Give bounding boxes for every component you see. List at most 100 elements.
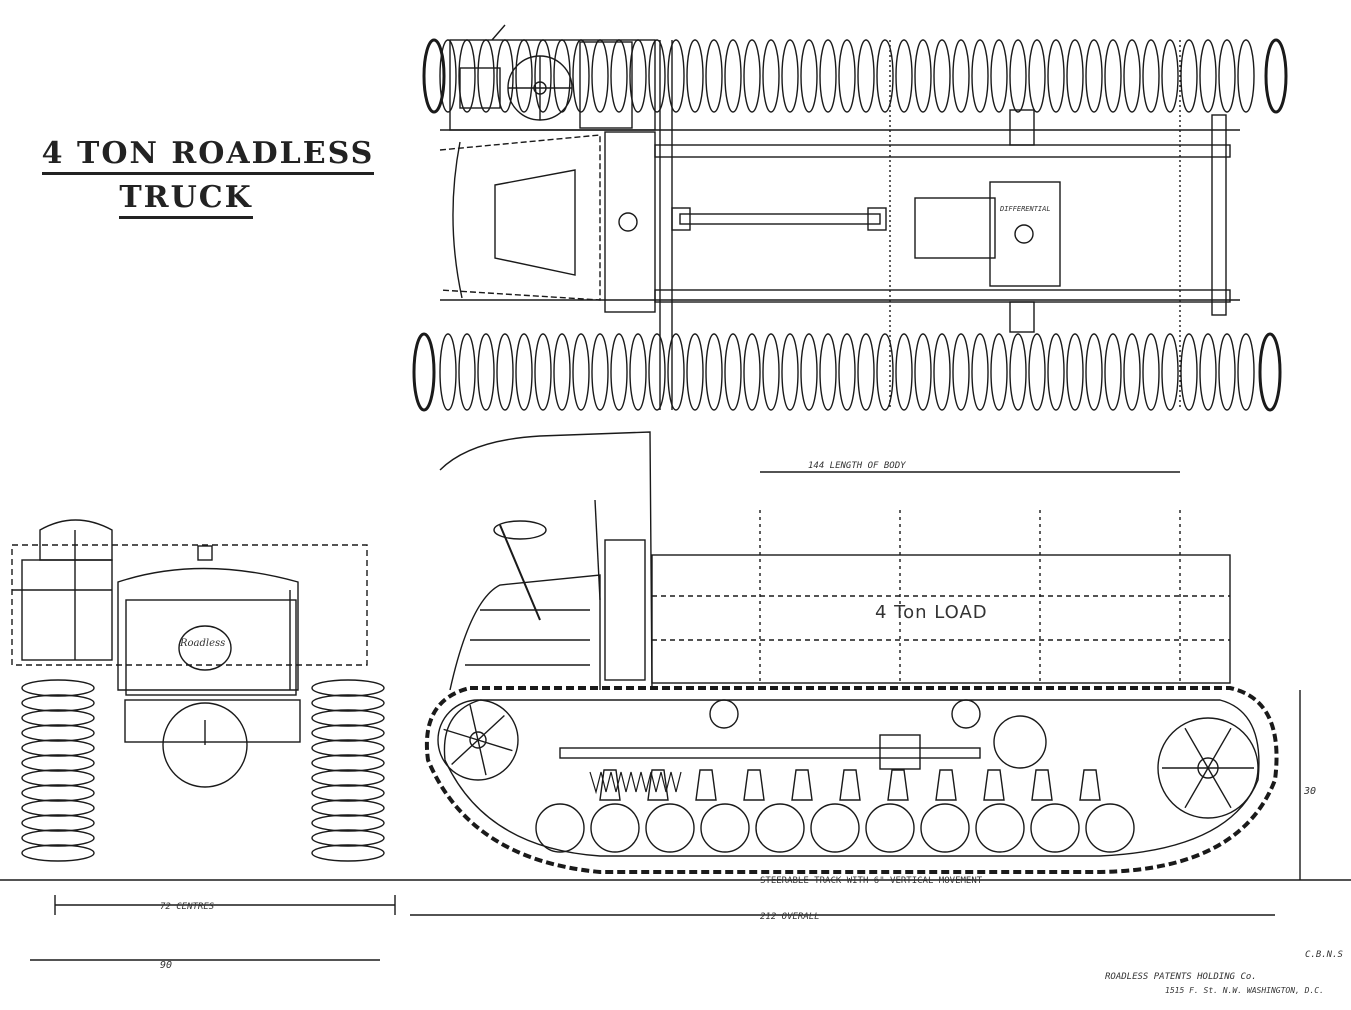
sprocket-spoke [477, 715, 505, 741]
track-segment [1142, 39, 1160, 113]
track-segment [705, 333, 723, 411]
track-segment [610, 39, 628, 113]
track-segment [1161, 333, 1179, 411]
title-line-1: 4 TON ROADLESS [18, 136, 398, 175]
radiator-logo-label: Roadless [180, 638, 226, 649]
track-segment [1085, 39, 1103, 113]
track-segment [819, 333, 837, 411]
track-segment [743, 333, 761, 411]
initials-label: C.B.N.S [1305, 950, 1343, 960]
body-length-label: 144 LENGTH OF BODY [808, 461, 906, 471]
track-segment [1047, 333, 1065, 411]
idler-spoke [1207, 767, 1232, 809]
track-segment [439, 333, 457, 411]
track-segment [724, 39, 742, 113]
track-segment [591, 333, 609, 411]
sprocket-spoke [469, 704, 479, 741]
sprocket-spoke [477, 739, 513, 752]
bogie-bracket [695, 769, 717, 801]
track-segment [458, 39, 476, 113]
sprocket-spoke [477, 739, 487, 776]
track-segment [990, 39, 1008, 113]
sprocket-spoke [451, 739, 479, 765]
track-segment [895, 333, 913, 411]
track-segment [762, 333, 780, 411]
width-label: 90 [160, 960, 173, 971]
track-segment [311, 694, 385, 712]
track-segment [1009, 333, 1027, 411]
track-segment [1199, 333, 1217, 411]
track-segment [591, 39, 609, 113]
track-segment [1047, 39, 1065, 113]
road-wheel [920, 803, 970, 853]
track-segment [1123, 39, 1141, 113]
track-segment [1180, 333, 1198, 411]
track-segment [610, 333, 628, 411]
track-segment [933, 333, 951, 411]
track-segment [439, 39, 457, 113]
track-segment [1066, 333, 1084, 411]
track-segment [534, 39, 552, 113]
track-segment [21, 784, 95, 802]
road-wheel [590, 803, 640, 853]
title-line-2: TRUCK [36, 180, 336, 219]
track-segment [21, 769, 95, 787]
track-segment [914, 39, 932, 113]
track-segment [876, 333, 894, 411]
track-segment [933, 39, 951, 113]
company-line-2: 1515 F. St. N.W. WASHINGTON, D.C. [1165, 986, 1324, 995]
track-segment [21, 754, 95, 772]
bogie-bracket [983, 769, 1005, 801]
track-segment [515, 39, 533, 113]
track-segment [800, 39, 818, 113]
differential-label: DIFFERENTIAL [1000, 205, 1051, 213]
road-wheel [700, 803, 750, 853]
track-segment [311, 709, 385, 727]
track-segment [838, 39, 856, 113]
track-segment [553, 333, 571, 411]
track-segment [629, 333, 647, 411]
track-segment [1161, 39, 1179, 113]
track-segment [667, 333, 685, 411]
track-segment [876, 39, 894, 113]
track-segment [21, 709, 95, 727]
bogie-bracket [599, 769, 621, 801]
track-segment [1218, 39, 1236, 113]
track-segment [1085, 333, 1103, 411]
track-segment [553, 39, 571, 113]
bogie-bracket [935, 769, 957, 801]
track-segment [311, 799, 385, 817]
track-segment [971, 39, 989, 113]
track-segment [895, 39, 913, 113]
track-segment [311, 724, 385, 742]
track-segment [667, 39, 685, 113]
track-segment [311, 844, 385, 862]
track-segment [1237, 39, 1255, 113]
bogie-bracket [743, 769, 765, 801]
track-segment [21, 724, 95, 742]
road-wheel [645, 803, 695, 853]
track-segment [21, 814, 95, 832]
track-segment [311, 784, 385, 802]
track-segment [724, 333, 742, 411]
road-wheel [1030, 803, 1080, 853]
track-segment [819, 39, 837, 113]
track-segment [686, 333, 704, 411]
track-segment [1066, 39, 1084, 113]
track-segment [1180, 39, 1198, 113]
track-segment [857, 39, 875, 113]
track-segment [838, 333, 856, 411]
track-segment [572, 333, 590, 411]
sprocket-spoke [443, 728, 479, 741]
track-segment [21, 844, 95, 862]
track-segment [1028, 333, 1046, 411]
track-segment [800, 333, 818, 411]
track-segment [515, 333, 533, 411]
side-view [0, 431, 1351, 961]
track-segment [990, 333, 1008, 411]
plan-view [412, 24, 1288, 412]
track-segment [781, 333, 799, 411]
idler-spoke [1184, 767, 1209, 809]
track-segment [762, 39, 780, 113]
